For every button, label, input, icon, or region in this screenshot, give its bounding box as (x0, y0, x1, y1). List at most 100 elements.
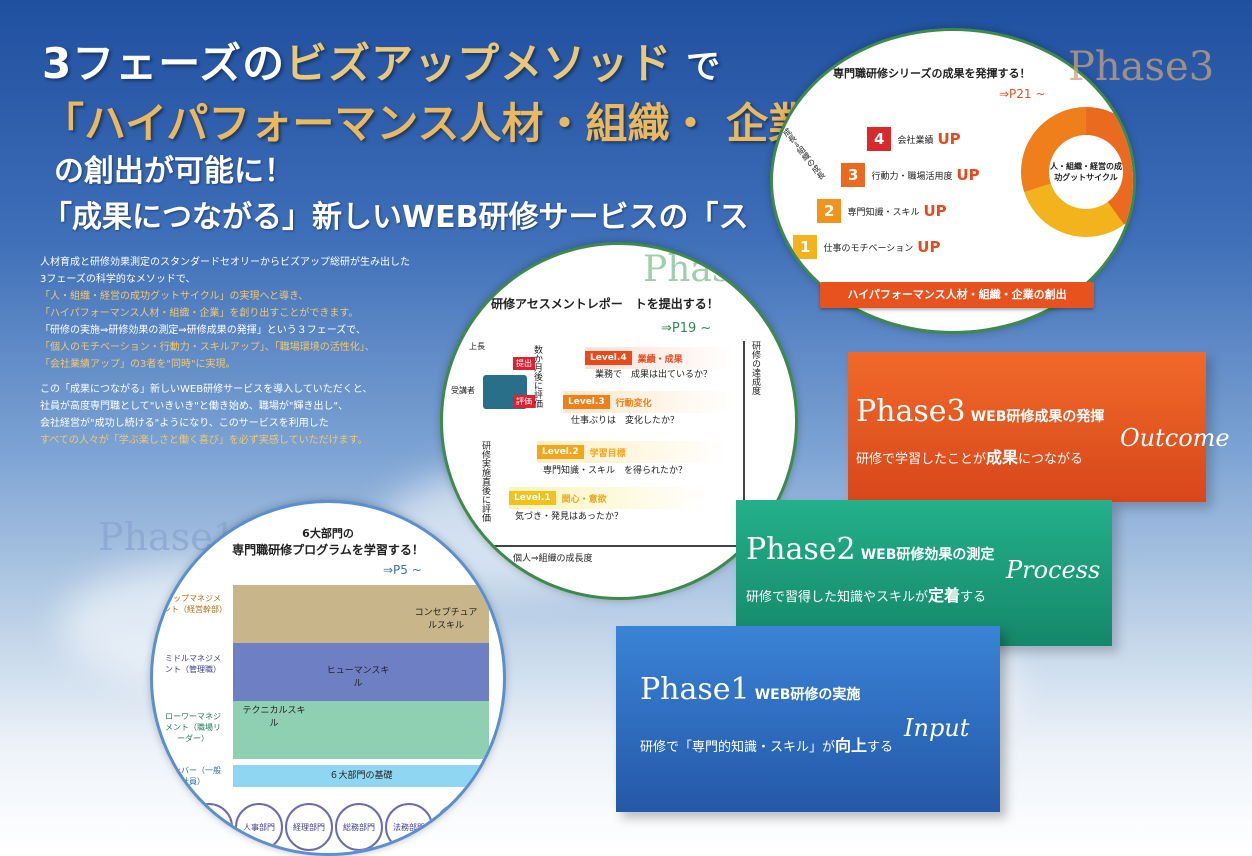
phase3-title: 専門職研修シリーズの成果を発揮する！ (833, 67, 1031, 80)
level-4-q: 業務で 成果は出ているか？ (595, 367, 712, 380)
success-cycle: 人・組織・経営の成功グットサイクル (1021, 107, 1133, 237)
level-2: Level.2 学習目標 (537, 441, 727, 463)
skill-human: ヒューマンスキル (326, 666, 390, 689)
level-name: 学習目標 (589, 448, 626, 459)
level-2-q: 専門知識・スキル を得られたか？ (543, 463, 687, 476)
left-label-bottom: 研修実施直後に評価 (480, 441, 490, 522)
ribbon: ハイパフォーマンス人材・組織・企業の創出 (820, 282, 1094, 308)
dept-hr: 人事部門 (235, 803, 283, 851)
headline-line1-b: ビズアップメソッド (285, 39, 673, 88)
block-sub: 研修で習得した知識やスキルが定着する (746, 582, 986, 606)
phase1-title2: 専門職研修プログラムを学習する！ (232, 543, 424, 557)
block-sub-b: 成果 (986, 448, 1019, 467)
label-evaluate: 評価 (513, 395, 535, 408)
intro-line: 「会社業績アップ」の3者を"同時"に実現。 (40, 359, 236, 370)
phase1-ref: ⇒P5 ~ (383, 563, 422, 577)
label-boss: 上長 (469, 342, 485, 351)
level-q: 専門知識・スキル (543, 466, 616, 476)
level-q: 成果は出ているか？ (631, 370, 713, 380)
block-title: WEB研修の実施 (754, 687, 861, 703)
step-label: 仕事のモチベーション (823, 243, 914, 254)
headline-line2: 「ハイパフォーマンス人材・組織・ 企業」 (42, 99, 853, 148)
axis-x-line (493, 545, 745, 547)
phase3-block: Phase3 WEB研修成果の発揮 研修で学習したことが成果につながる Outc… (848, 352, 1230, 502)
block-tag: Input (904, 714, 970, 742)
block-sub-c: する (960, 590, 987, 605)
block-sub-a: 研修で学習したことが (856, 452, 987, 467)
dept-sales: 営業部門 (185, 803, 233, 851)
dept-legal: 法務部門 (385, 803, 433, 851)
intro-line: 会社経営が"成功し続ける"ようになり、このサービスを利用した (40, 418, 329, 429)
level-tag: Level.1 (509, 491, 556, 505)
intro-line: 「個人のモチベーション・行動力・スキルアップ」、「職場環境の活性化」、 (40, 342, 375, 353)
step-label: 専門知識・スキル (847, 207, 920, 218)
phase1-circle: 6大部門の 専門職研修プログラムを学習する！ ⇒P5 ~ ６大部門の基礎 トップ… (150, 500, 506, 856)
intro-line: この「成果につながる」新しいWEB研修サービスを導入していただくと、 (40, 384, 373, 395)
dept-accounting: 経理部門 (285, 803, 333, 851)
band-lower (233, 701, 489, 759)
intro-line: 人材育成と研修効果測定のスタンダードセオリーからビズアップ総研が生み出した (40, 257, 410, 268)
block-title: WEB研修成果の発揮 (970, 409, 1105, 425)
level-name: 関心・意欲 (561, 494, 607, 505)
left-label-bottom-wrap: 研修実施直後に評価 (479, 441, 490, 522)
level-name: 行動変化 (615, 398, 652, 409)
cycle-center: 人・組織・経営の成功グットサイクル (1049, 135, 1123, 209)
intro-line: 「研修の実施⇒研修効果の測定⇒研修成果の発揮」という３フェーズで、 (40, 325, 366, 336)
phase3-ref: ⇒P21 ~ (999, 87, 1046, 101)
step-up: UP (923, 202, 947, 220)
phase2-block: Phase2 WEB研修効果の測定 研修で習得した知識やスキルが定着する Pro… (736, 500, 1112, 646)
row-label: トップマネジメント（経営幹部） (163, 594, 227, 614)
level-tag: Level.4 (585, 351, 632, 365)
step-label: 行動力・職場活用度 (871, 171, 953, 182)
block-phase: Phase2 (746, 532, 856, 567)
base-band: ６大部門の基礎 (233, 765, 489, 787)
intro-line: 「ハイパフォーマンス人材・組織・企業」を創り出すことができます。 (40, 308, 359, 319)
phase2-title: 研修アセスメントレポー トを提出する！ (491, 297, 719, 311)
step-label: 会社業績 (897, 135, 934, 146)
step-up: UP (956, 166, 980, 184)
left-label-top-wrap: 数か月後に評価 (531, 345, 542, 443)
level-q: を得られたか？ (624, 466, 688, 476)
left-label-top: 数か月後に評価 (532, 345, 542, 408)
dept-general: 総務部門 (335, 803, 383, 851)
axis-y-label: 研修の達成度 (750, 341, 760, 395)
intro-text: 人材育成と研修効果測定のスタンダードセオリーからビズアップ総研が生み出した 3フ… (40, 254, 430, 449)
intro-line: すべての人々が「学ぶ楽しさと働く喜び」を必ず実感していただけます。 (40, 435, 368, 446)
block-sub: 研修で学習したことが成果につながる (856, 444, 1083, 468)
phase1-title1: 6大部門の (302, 527, 354, 540)
intro-line: 3フェーズの科学的なメソッドで、 (40, 274, 196, 285)
row-label: ローワーマネジメント（職場リーダー） (165, 712, 221, 743)
dept-planning: 企画・マーケティング部門 (435, 803, 483, 851)
row-label: ミドルマネジメント（管理職） (165, 654, 221, 674)
level-tag: Level.3 (563, 395, 610, 409)
level-name: 業績・成果 (637, 354, 683, 365)
band-top (233, 585, 489, 643)
intro-line: 社員が高度専門職として"いきいき"と働き始め、職場が"輝き出し"、 (40, 401, 349, 412)
block-phase: Phase3 (856, 394, 966, 429)
axis-y-wrap: 研修の達成度 (749, 341, 795, 395)
headline-line4: 「成果につながる」新しいWEB研修サービスの「ス タイル」 (42, 200, 899, 235)
block-sub-a: 研修で習得した知識やスキルが (746, 590, 929, 605)
level-q: 変化したか？ (625, 416, 680, 426)
block-tag: Outcome (1120, 424, 1230, 452)
step-up: UP (917, 238, 941, 256)
block-sub-a: 研修で「専門的知識・スキル」が (640, 740, 836, 755)
level-1: Level.1 関心・意欲 (509, 487, 709, 509)
block-sub: 研修で「専門的知識・スキル」が向上する (640, 732, 893, 756)
band-middle (233, 643, 489, 701)
phase3-axis: 個人の成長⇒組織の成長 (770, 107, 827, 182)
intro-line: 「人・組織・経営の成功グットサイクル」の実現へと導き、 (40, 291, 309, 302)
axis-x-label: 個人⇒組織の成長度 (513, 554, 593, 564)
level-4: Level.4 業績・成果 (585, 347, 735, 369)
label-trainee: 受講者 (451, 386, 475, 395)
level-q: 仕事ぶりは (571, 416, 617, 426)
block-sub-b: 向上 (835, 736, 868, 755)
phase2-word: Phase2 (643, 249, 775, 290)
step-num: 4 (867, 127, 892, 151)
skill-technical: テクニカルスキル (242, 706, 306, 729)
headline-line1-a: 3フェーズの (42, 39, 286, 88)
phase1-block: Phase1 WEB研修の実施 研修で「専門的知識・スキル」が向上する Inpu… (616, 626, 1000, 812)
